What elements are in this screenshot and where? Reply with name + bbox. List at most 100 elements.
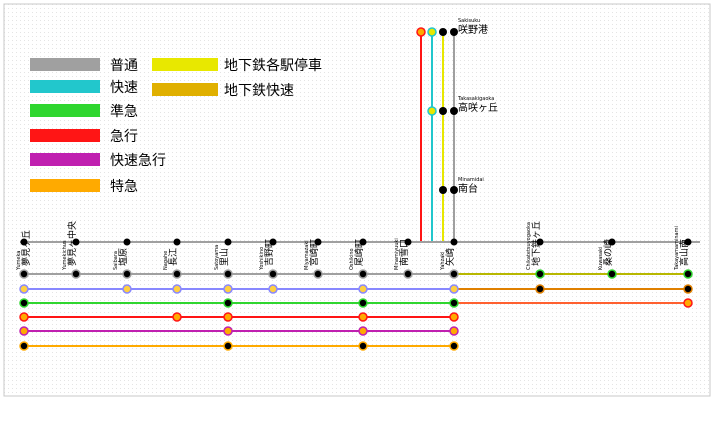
stop-dot	[358, 312, 368, 322]
station-romaji: Takasakigaoka	[457, 96, 494, 102]
stop-dot	[19, 312, 29, 322]
station-romaji: Nagahe	[163, 251, 169, 270]
main-line-stations	[20, 238, 692, 246]
station-name: 高山南	[678, 239, 690, 266]
station-name: 南台	[458, 182, 478, 195]
station-dot	[427, 27, 437, 37]
station-name: 塩原	[117, 248, 129, 266]
station-dot	[269, 238, 277, 246]
stop-dot	[683, 284, 693, 294]
station-name: 高咲ヶ丘	[458, 101, 498, 114]
station-romaji: Saibara	[113, 251, 119, 270]
station-romaji: Takayamaminami	[674, 226, 680, 271]
stop-dot	[122, 284, 132, 294]
station-romaji: Satoyama	[214, 245, 220, 270]
station-romaji: Miyamazaki	[304, 240, 310, 270]
legend-swatch-rapid-express	[30, 153, 100, 166]
station-name: 尾崎町	[353, 239, 365, 266]
stop-dot	[449, 298, 459, 308]
stop-dot	[607, 269, 617, 279]
station-romaji: Minamidai	[458, 177, 484, 183]
stop-dot	[449, 326, 459, 336]
stop-dot	[358, 284, 368, 294]
station-dot	[450, 186, 458, 194]
legend-label-limited-express: 特急	[110, 179, 138, 195]
stop-dot	[449, 284, 459, 294]
station-dot	[314, 238, 322, 246]
station-name: 桑の崎	[602, 239, 614, 266]
stop-dot	[683, 269, 693, 279]
station-romaji: Yoshikino	[259, 247, 265, 271]
legend-swatch-subway-local	[152, 58, 218, 71]
station-dot	[684, 238, 692, 246]
station-dot	[123, 238, 131, 246]
stop-dot	[223, 341, 233, 351]
stop-dot	[268, 284, 278, 294]
track-lines	[20, 32, 700, 347]
legend-label-local: 普通	[110, 58, 138, 74]
stop-dot	[223, 284, 233, 294]
stop-dot	[223, 298, 233, 308]
legend-swatch-subway-rapid	[152, 83, 218, 96]
stop-dot	[449, 269, 459, 279]
station-dot	[536, 238, 544, 246]
stop-dot	[223, 312, 233, 322]
stop-dot	[358, 269, 368, 279]
stop-dot	[223, 269, 233, 279]
station-name: 地下鉄ヶ丘	[530, 221, 542, 266]
station-dot	[416, 27, 426, 37]
station-dot	[427, 106, 437, 116]
stop-dot	[449, 312, 459, 322]
station-dot	[72, 238, 80, 246]
station-romaji: Yumeka	[16, 251, 22, 271]
stop-dot	[19, 298, 29, 308]
legend: 普通 快速 準急 急行 快速急行 特急 地下鉄各駅停車 地下鉄快速	[30, 57, 322, 195]
legend-label-subway-rapid: 地下鉄快速	[224, 83, 294, 99]
stop-dot	[223, 326, 233, 336]
stop-dot	[122, 269, 132, 279]
station-dot	[404, 238, 412, 246]
stop-dot	[19, 269, 29, 279]
stop-dot	[403, 269, 413, 279]
station-dot	[608, 238, 616, 246]
stop-dot	[172, 284, 182, 294]
station-name: 里山	[219, 248, 230, 266]
station-name: 矢崎	[444, 248, 456, 266]
station-romaji: Yahzaki	[440, 251, 446, 271]
station-romaji: Chikatetsuyogaoka	[526, 222, 532, 270]
legend-swatch-rapid	[30, 80, 100, 93]
stop-dot	[535, 269, 545, 279]
stop-dot	[358, 298, 368, 308]
station-name: 吉野町	[264, 239, 275, 266]
station-name: 夢見ヶ中央	[66, 221, 78, 266]
station-name: 南雪口	[398, 239, 410, 266]
stop-dot	[358, 326, 368, 336]
station-name: 咲野港	[458, 23, 488, 36]
legend-label-semi-express: 準急	[110, 104, 138, 120]
stop-dot	[535, 284, 545, 294]
main-station-labels: Yumeka 夢見ヶ丘 Yumekichus 夢見ヶ中央 Saibara 塩原 …	[16, 221, 690, 271]
station-name: 宮崎町	[308, 239, 320, 266]
legend-swatch-express	[30, 129, 100, 142]
stop-dot	[71, 269, 81, 279]
stop-dot	[268, 269, 278, 279]
station-dot	[439, 107, 447, 115]
stop-dot	[19, 341, 29, 351]
stop-dot	[19, 284, 29, 294]
station-dot	[450, 28, 458, 36]
stop-dot	[172, 269, 182, 279]
station-dot	[359, 238, 367, 246]
stop-dot	[313, 269, 323, 279]
station-dot	[450, 107, 458, 115]
station-romaji: Oshikino	[349, 248, 355, 270]
station-romaji: Minamiyuuki	[394, 238, 400, 270]
station-dot	[450, 238, 458, 246]
legend-label-subway-local: 地下鉄各駅停車	[224, 57, 322, 74]
legend-label-rapid-express: 快速急行	[110, 153, 166, 169]
station-romaji: Sakisuku	[458, 18, 480, 24]
branch-station-labels: Sakisuku 咲野港 Takasakigaoka 高咲ヶ丘 Minamida…	[457, 18, 498, 195]
stop-dot	[172, 312, 182, 322]
legend-label-rapid: 快速	[110, 80, 138, 96]
